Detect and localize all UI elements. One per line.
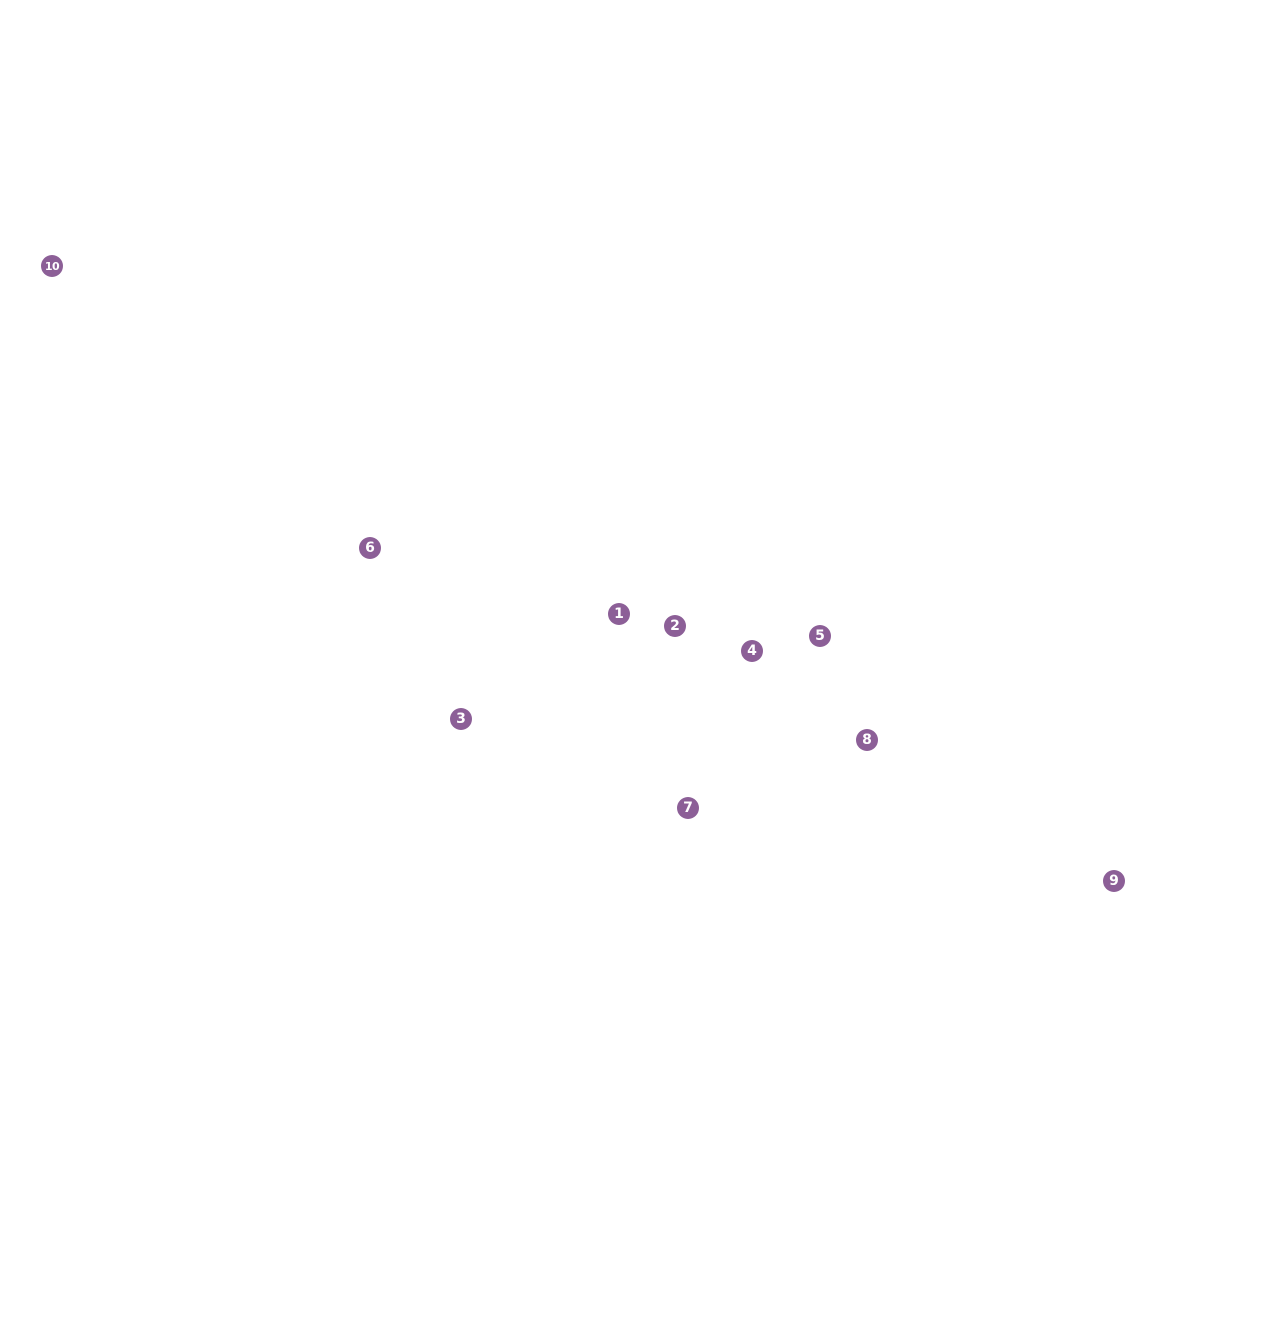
marker-1[interactable]: 1 xyxy=(608,603,630,625)
marker-9[interactable]: 9 xyxy=(1103,870,1125,892)
marker-10[interactable]: 10 xyxy=(41,255,63,277)
marker-2[interactable]: 2 xyxy=(664,615,686,637)
marker-8[interactable]: 8 xyxy=(856,729,878,751)
marker-4[interactable]: 4 xyxy=(741,640,763,662)
marker-6[interactable]: 6 xyxy=(359,537,381,559)
marker-7[interactable]: 7 xyxy=(677,797,699,819)
marker-5[interactable]: 5 xyxy=(809,625,831,647)
marker-3[interactable]: 3 xyxy=(450,708,472,730)
